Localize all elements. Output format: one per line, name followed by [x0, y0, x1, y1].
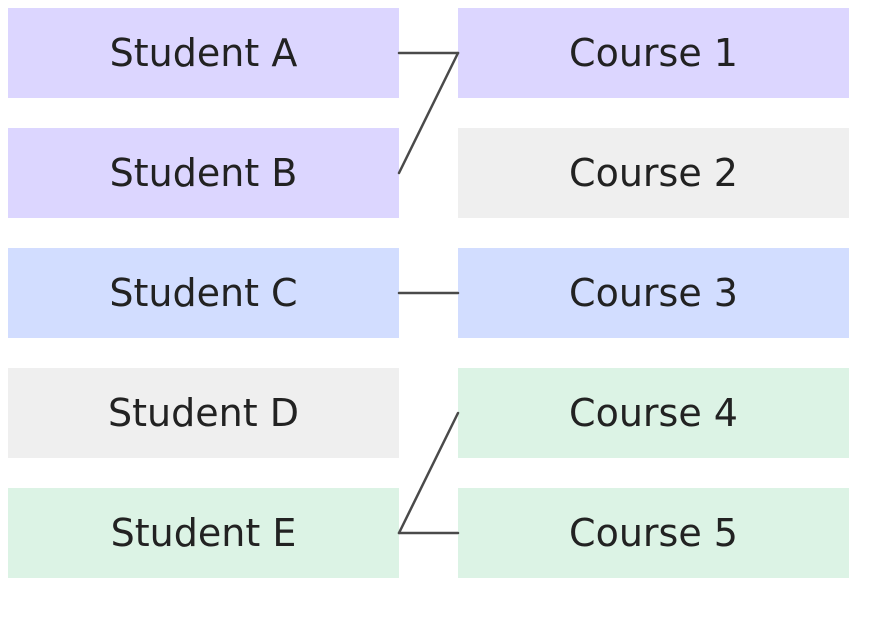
student-d-box: Student D	[8, 368, 399, 458]
course-1-box: Course 1	[458, 8, 849, 98]
course-4-box: Course 4	[458, 368, 849, 458]
course-3-box: Course 3	[458, 248, 849, 338]
course-2-box: Course 2	[458, 128, 849, 218]
link-student-e-course-4	[397, 411, 460, 535]
student-c-box: Student C	[8, 248, 399, 338]
student-b-box: Student B	[8, 128, 399, 218]
student-e-box: Student E	[8, 488, 399, 578]
link-student-b-course-1	[397, 51, 460, 175]
course-5-box: Course 5	[458, 488, 849, 578]
student-a-box: Student A	[8, 8, 399, 98]
